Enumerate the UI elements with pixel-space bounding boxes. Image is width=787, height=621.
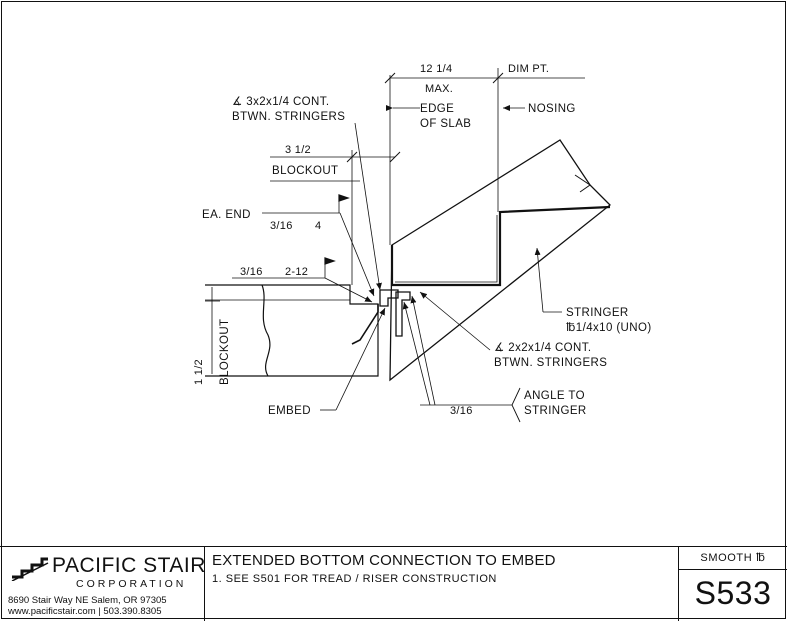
angle-top (379, 289, 399, 307)
embed-plate (351, 304, 379, 345)
weld-size-1: 3/16 (270, 220, 293, 232)
edge-of-slab-line1: EDGE (420, 103, 454, 115)
nosing-label: NOSING (528, 103, 576, 115)
dim-1-1-2: 1 1/2 (193, 359, 205, 385)
title-panel: EXTENDED BOTTOM CONNECTION TO EMBED 1. S… (205, 547, 679, 621)
edge-of-slab-line2: OF SLAB (420, 118, 471, 130)
bottom-angle-label-line1: ∡ 2x2x1/4 CONT. (494, 342, 591, 354)
each-end-label: EA. END (202, 209, 251, 221)
stringer-plate (389, 139, 611, 382)
dim-pt-label: DIM PT. (508, 63, 549, 75)
company-subtitle: CORPORATION (76, 578, 187, 590)
dim-3-1-2: 3 1/2 (285, 144, 311, 156)
weld-size-3: 3/16 (450, 405, 473, 417)
bottom-angle-label-line2: BTWN. STRINGERS (494, 357, 607, 369)
dim-12-1-4: 12 1/4 (420, 63, 452, 75)
weld-length-2: 2-12 (285, 266, 308, 278)
sheet-number: S533 (694, 575, 772, 611)
drawing-note: 1. SEE S501 FOR TREAD / RISER CONSTRUCTI… (212, 573, 497, 585)
top-angle-label-line1: ∡ 3x2x1/4 CONT. (232, 96, 329, 108)
contact-line: www.pacificstair.com | 503.390.8305 (8, 606, 162, 617)
embed-label: EMBED (268, 405, 311, 417)
blockout-top-label: BLOCKOUT (272, 165, 338, 177)
stringer-label-line2: ℔1/4x10 (UNO) (566, 321, 652, 334)
company-address: 8690 Stair Way NE Salem, OR 97305 www.pa… (8, 595, 167, 617)
angle-to-stringer-line2: STRINGER (524, 405, 587, 417)
weld-size-2: 3/16 (240, 266, 263, 278)
address-line: 8690 Stair Way NE Salem, OR 97305 (8, 595, 167, 606)
company-name: PACIFIC STAIR (52, 554, 206, 577)
angle-to-stringer-line1: ANGLE TO (524, 390, 585, 402)
company-panel: PACIFIC STAIR CORPORATION 8690 Stair Way… (0, 547, 205, 621)
weld-length-1: 4 (315, 220, 321, 232)
drawing-title: EXTENDED BOTTOM CONNECTION TO EMBED (212, 552, 556, 569)
sheet-info-panel: SMOOTH ℔ S533 (679, 547, 787, 621)
stringer-label-line1: STRINGER (566, 307, 629, 319)
concrete-slab (205, 284, 379, 377)
title-block: PACIFIC STAIR CORPORATION 8690 Stair Way… (0, 546, 787, 621)
stair-logo-icon (11, 557, 49, 581)
blockout-side-label: BLOCKOUT (219, 319, 231, 385)
top-angle-label-line2: BTWN. STRINGERS (232, 111, 345, 123)
finish-label: SMOOTH ℔ (679, 547, 787, 570)
angle-bottom (395, 291, 411, 337)
detail-drawing: 12 1/4 MAX. DIM PT. EDGE OF SLAB NOSING … (193, 63, 652, 423)
dim-max: MAX. (425, 83, 453, 95)
tread-riser (390, 205, 611, 287)
